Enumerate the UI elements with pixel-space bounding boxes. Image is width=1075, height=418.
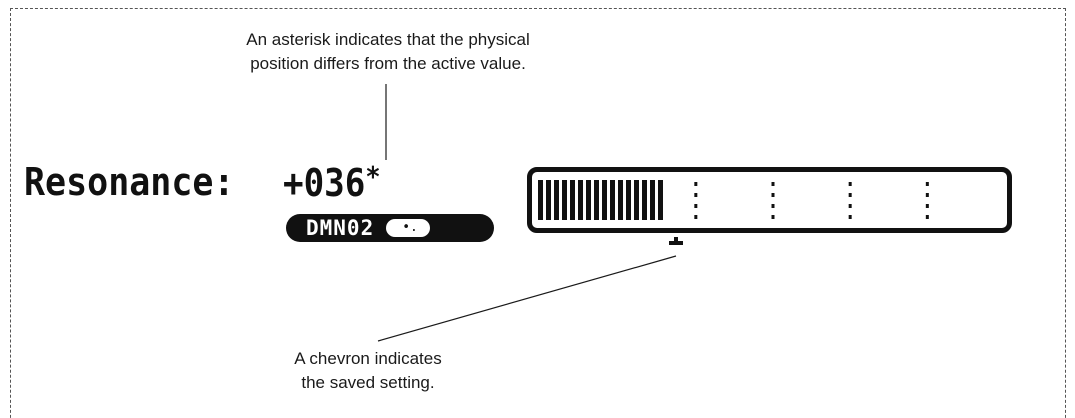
meter-division-marker — [848, 182, 852, 186]
asterisk-callout-line1: An asterisk indicates that the physical — [246, 30, 530, 49]
meter-fill-segment — [562, 180, 567, 220]
parameter-label: Resonance: — [24, 160, 235, 204]
meter-fill-segment — [586, 180, 591, 220]
meter-fill-segment — [642, 180, 647, 220]
meter-fill-segment — [618, 180, 623, 220]
meter-fill-segment — [578, 180, 583, 220]
source-badge-label: DMN02 — [306, 216, 375, 240]
meter-division-marker — [771, 182, 775, 186]
meter-division-marker — [925, 204, 929, 208]
dashed-frame — [10, 8, 1066, 418]
meter-division-marker — [694, 215, 698, 219]
meter-fill-segment — [538, 180, 543, 220]
chevron-callout-line1: A chevron indicates — [294, 349, 442, 368]
meter-fill-segment — [554, 180, 559, 220]
chevron-callout: A chevron indicates the saved setting. — [248, 347, 488, 395]
chevron-icon — [669, 237, 683, 245]
meter-division-marker — [848, 204, 852, 208]
meter-fill-segment — [610, 180, 615, 220]
asterisk-callout: An asterisk indicates that the physical … — [178, 28, 598, 76]
meter-fill-segment — [570, 180, 575, 220]
meter-division-marker — [848, 193, 852, 197]
value-meter-graphic — [538, 180, 929, 220]
meter-division-marker — [771, 204, 775, 208]
meter-fill-segment — [594, 180, 599, 220]
meter-fill-segment — [602, 180, 607, 220]
parameter-value-number: +036 — [283, 161, 366, 205]
source-badge: DMN02 •. — [286, 214, 494, 242]
meter-division-marker — [771, 193, 775, 197]
meter-fill-segment — [634, 180, 639, 220]
meter-fill-segment — [650, 180, 655, 220]
chevron-leader-line — [377, 255, 677, 342]
asterisk-marker: * — [365, 160, 381, 193]
value-meter — [527, 167, 1012, 233]
meter-division-marker — [925, 182, 929, 186]
meter-division-marker — [771, 215, 775, 219]
meter-division-marker — [694, 182, 698, 186]
source-badge-glyph: •. — [402, 220, 418, 235]
meter-fill-segment — [658, 180, 663, 220]
meter-division-marker — [694, 193, 698, 197]
parameter-value: +036* — [283, 160, 381, 205]
meter-division-marker — [925, 215, 929, 219]
meter-division-marker — [848, 215, 852, 219]
meter-fill-segment — [546, 180, 551, 220]
meter-division-marker — [694, 204, 698, 208]
asterisk-callout-line2: position differs from the active value. — [250, 54, 526, 73]
meter-fill-segment — [626, 180, 631, 220]
source-badge-pill: •. — [386, 219, 431, 237]
meter-division-marker — [925, 193, 929, 197]
chevron-callout-line2: the saved setting. — [301, 373, 435, 392]
